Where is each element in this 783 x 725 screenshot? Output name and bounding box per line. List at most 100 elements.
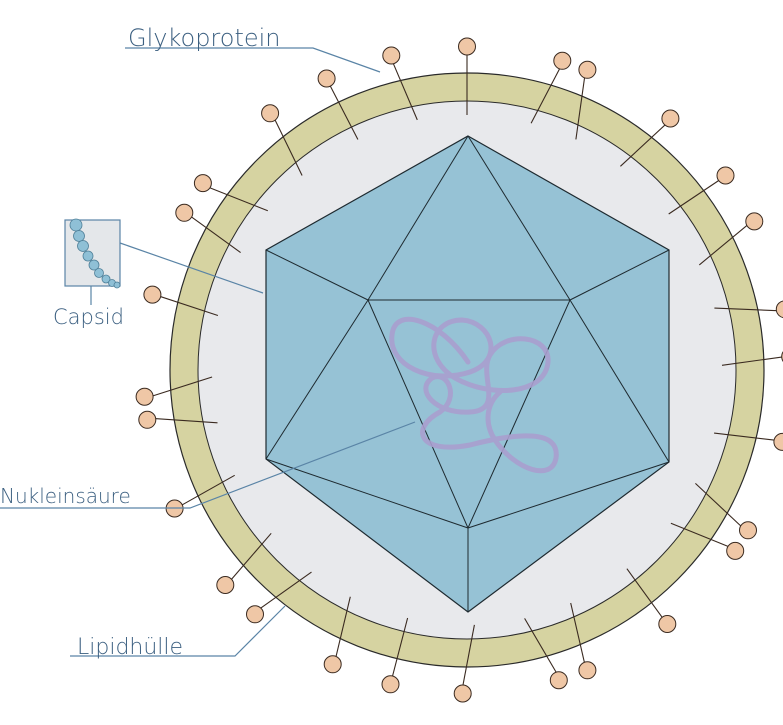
spike-head — [143, 285, 162, 304]
spike-head — [745, 212, 764, 231]
spike-head — [661, 109, 680, 128]
glycoprotein-spike-icon — [323, 596, 351, 674]
glycoprotein-spike-icon — [317, 69, 359, 140]
capsid-inset — [64, 218, 121, 289]
glycoprotein-spike-icon — [216, 532, 272, 594]
capsomer-dot — [113, 281, 121, 289]
glycoprotein-spike-icon — [668, 166, 735, 215]
spike-head — [317, 69, 336, 88]
glycoprotein-spike-icon — [381, 617, 409, 694]
glycoprotein-spike-icon — [670, 522, 745, 560]
spike-stem — [259, 571, 312, 610]
capsid-leader — [119, 242, 264, 294]
capsid-edges — [265, 135, 670, 612]
glycoprotein-spike-icon — [530, 51, 572, 124]
spike-stem — [392, 62, 418, 121]
spike-head — [193, 174, 212, 193]
glycoprotein-spike-icon — [714, 432, 783, 451]
spike-stem — [695, 482, 742, 528]
capsomer-dot — [82, 250, 94, 262]
spike-head — [175, 203, 194, 222]
spike-stem — [668, 179, 720, 215]
lipid-envelope-leader — [70, 605, 286, 657]
capsomer-dot — [94, 268, 104, 278]
capsomer-dot — [77, 240, 89, 252]
spike-head — [381, 675, 400, 694]
spike-stem — [524, 618, 558, 674]
spike-head — [775, 300, 783, 319]
glycoprotein-spike-icon — [138, 410, 218, 429]
glycoprotein-spike-icon — [458, 37, 476, 115]
nucleic-acid-strand — [389, 316, 559, 474]
spike-head — [138, 410, 157, 429]
spike-head — [739, 521, 757, 540]
spike-stem — [181, 474, 235, 506]
capsomer-dot — [69, 218, 83, 232]
spike-stem — [721, 356, 783, 366]
spike-head — [658, 615, 677, 633]
spike-stem — [190, 215, 241, 254]
spike-head — [716, 166, 735, 185]
lipid-envelope-label: Lipidhülle — [77, 635, 183, 660]
capsomer-dot — [73, 230, 85, 242]
spike-head — [382, 46, 401, 65]
spike-stem — [620, 123, 667, 167]
spike-stem — [208, 186, 269, 212]
spike-stem — [530, 67, 561, 124]
glycoprotein-spike-icon — [524, 618, 568, 690]
spike-stem — [670, 522, 730, 548]
capsid-label: Capsid — [53, 305, 124, 329]
glycoprotein-spike-icon — [246, 571, 312, 624]
capsomer-chain-icon — [69, 218, 121, 289]
glycoprotein-leader — [125, 47, 381, 73]
glycoprotein-spike-icon — [175, 203, 241, 254]
glycoprotein-spike-icon — [626, 568, 677, 633]
glycoprotein-spike-icon — [698, 212, 764, 266]
spike-head — [135, 387, 154, 406]
spike-head — [549, 671, 568, 690]
spike-head — [453, 684, 472, 703]
spike-head — [773, 432, 783, 451]
spike-stem — [626, 568, 664, 619]
spike-stem — [335, 596, 351, 658]
spike-stem — [159, 295, 219, 317]
glycoprotein-spike-icon — [695, 482, 757, 540]
spike-stem — [230, 532, 272, 581]
spike-stem — [714, 307, 778, 312]
capsomer-dot — [88, 259, 100, 271]
glycoprotein-spike-icon — [570, 602, 597, 680]
label-leaders — [0, 47, 416, 657]
glycoprotein-spike-icon — [261, 104, 303, 176]
spike-head — [216, 576, 235, 594]
glycoprotein-spike-icon — [575, 60, 597, 140]
spike-stem — [274, 118, 303, 176]
spike-stem — [391, 617, 409, 678]
spike-head — [726, 541, 745, 560]
glycoprotein-spikes — [135, 37, 783, 703]
glycoprotein-spike-icon — [453, 624, 475, 703]
spike-head — [553, 51, 572, 70]
spike-stem — [151, 376, 213, 397]
spike-stem — [714, 432, 776, 441]
spike-head — [578, 60, 597, 79]
spike-stem — [575, 76, 586, 140]
glycoprotein-spike-icon — [193, 174, 269, 212]
spike-stem — [570, 602, 586, 664]
spike-head — [323, 655, 342, 674]
spike-head — [246, 605, 264, 624]
spike-stem — [154, 418, 218, 424]
capsid-center-triangle — [367, 299, 571, 530]
glycoprotein-spike-icon — [620, 109, 680, 167]
nucleic-acid-leader — [0, 421, 416, 509]
glycoprotein-spike-icon — [135, 376, 213, 406]
glycoprotein-spike-icon — [143, 285, 219, 317]
glycoprotein-label: Glykoprotein — [128, 24, 281, 52]
glycoprotein-spike-icon — [714, 300, 783, 319]
capsomer-dot — [101, 274, 111, 284]
spike-head — [458, 37, 476, 56]
spike-head — [578, 661, 597, 680]
glycoprotein-spike-icon — [382, 46, 418, 121]
spike-stem — [462, 624, 475, 687]
nucleic-acid-label: Nukleinsäure — [0, 484, 131, 508]
